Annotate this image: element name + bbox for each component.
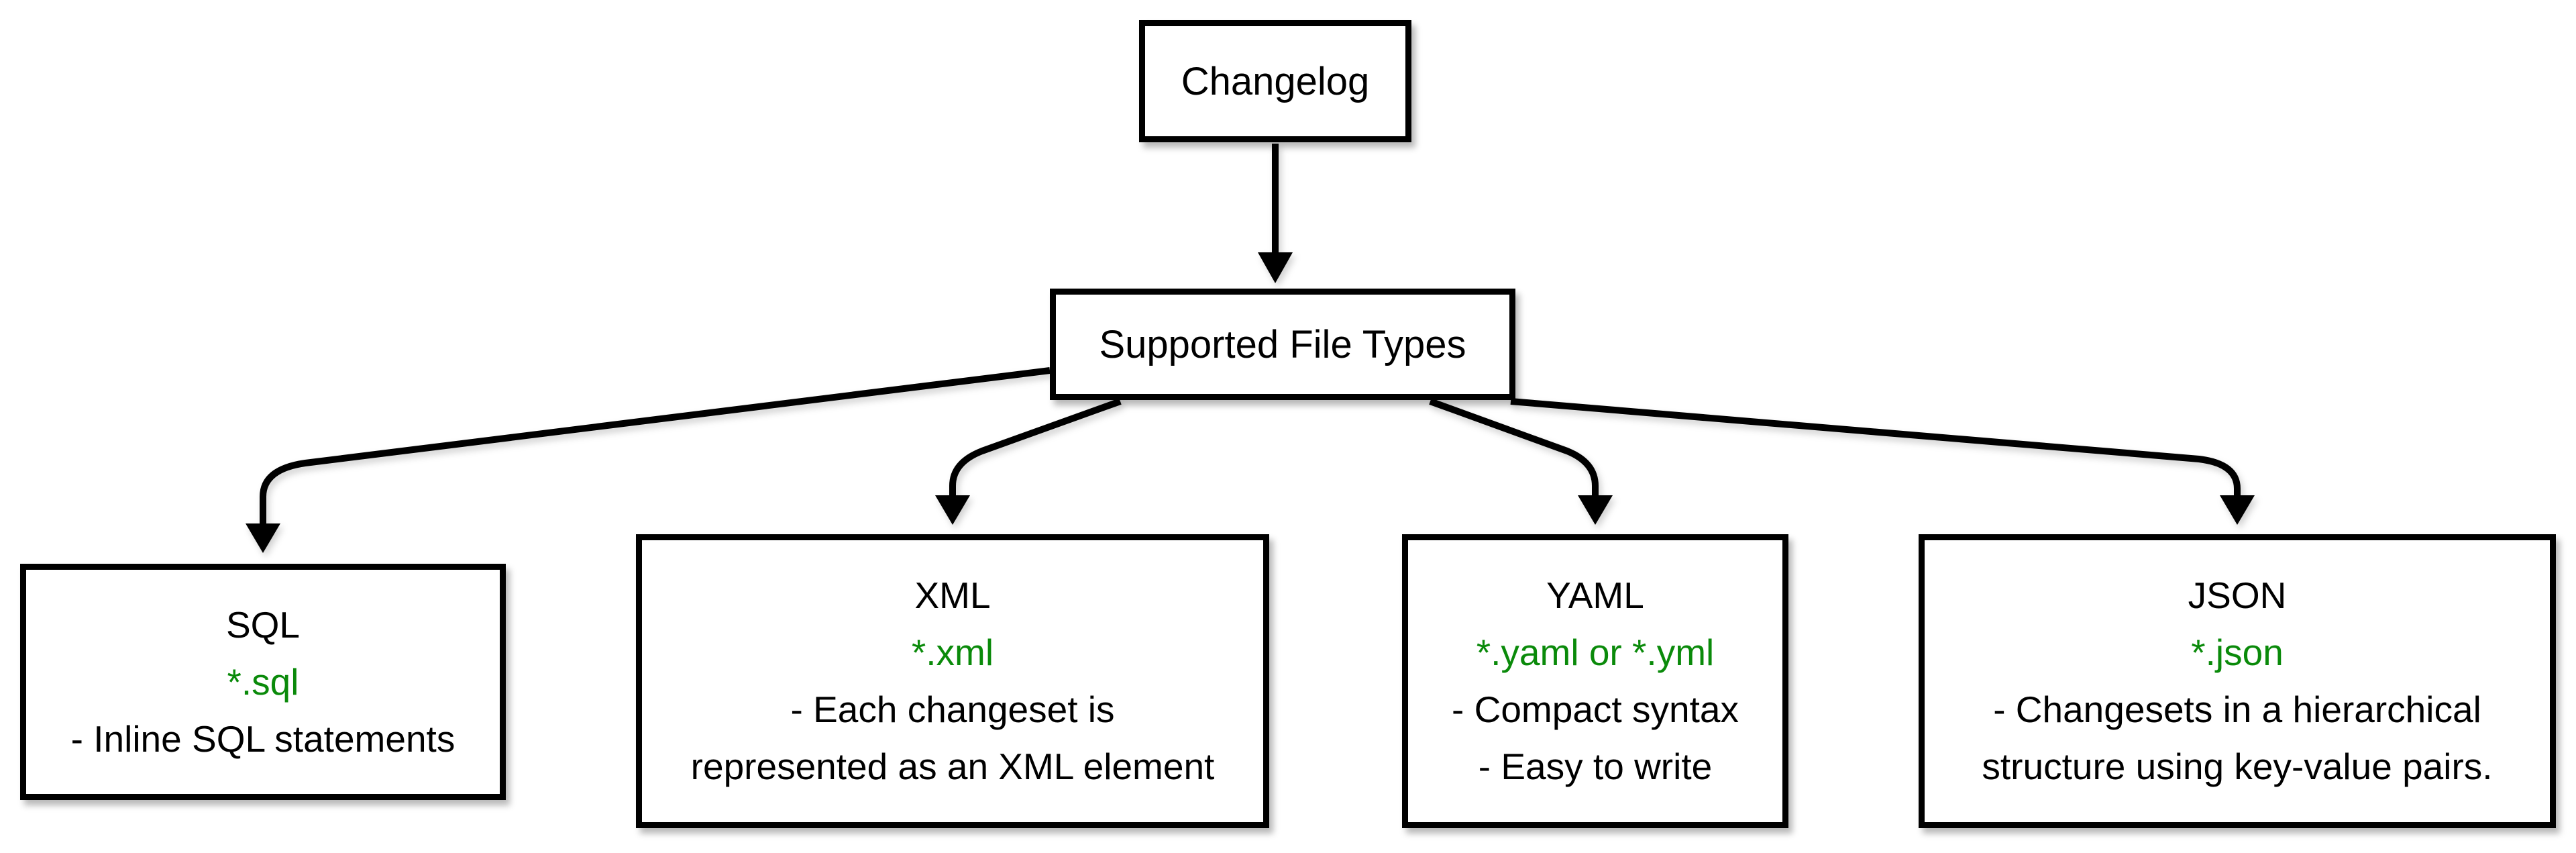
- node-description-line: represented as an XML element: [690, 746, 1215, 787]
- node-supported-file-types-label: Supported File Types: [1099, 322, 1466, 366]
- edge-supported-to-sql: [246, 367, 1051, 553]
- node-file-pattern: *.sql: [227, 660, 299, 703]
- node-description-line: - Inline SQL statements: [70, 717, 455, 760]
- node-sql: SQL *.sql - Inline SQL statements: [20, 564, 506, 800]
- node-title: JSON: [2188, 574, 2287, 616]
- node-supported-file-types: Supported File Types: [1050, 289, 1515, 400]
- node-title: XML: [914, 574, 991, 616]
- edge-supported-to-xml: [935, 398, 1122, 525]
- node-changelog: Changelog: [1139, 20, 1411, 142]
- node-description-line: structure using key-value pairs.: [1982, 746, 2493, 787]
- edge-line: [949, 398, 1122, 495]
- arrowhead-down-icon: [246, 523, 280, 553]
- node-json: JSON *.json - Changesets in a hierarchic…: [1919, 534, 2556, 828]
- node-file-pattern: *.json: [2191, 632, 2284, 673]
- node-file-pattern: *.yaml or *.yml: [1476, 632, 1715, 673]
- arrowhead-down-icon: [1258, 252, 1293, 283]
- arrowhead-down-icon: [1578, 495, 1613, 525]
- edge-supported-to-json: [1510, 398, 2255, 525]
- node-description-line: - Changesets in a hierarchical: [1993, 689, 2481, 730]
- node-xml: XML *.xml - Each changeset is represente…: [636, 534, 1269, 828]
- node-description-line: - Each changeset is: [790, 689, 1115, 730]
- arrowhead-down-icon: [935, 495, 970, 525]
- edge-line: [260, 367, 1051, 523]
- node-yaml: YAML *.yaml or *.yml - Compact syntax - …: [1402, 534, 1788, 828]
- node-description-line: - Compact syntax: [1452, 689, 1739, 730]
- edge-changelog-to-supported: [1258, 144, 1293, 283]
- arrowhead-down-icon: [2220, 495, 2255, 525]
- edge-line: [1429, 398, 1599, 495]
- node-title: SQL: [225, 603, 301, 646]
- node-file-pattern: *.xml: [911, 632, 994, 673]
- edge-line: [1510, 398, 2241, 495]
- node-changelog-label: Changelog: [1181, 59, 1370, 103]
- node-title: YAML: [1546, 574, 1644, 616]
- edge-supported-to-yaml: [1429, 398, 1613, 525]
- node-description-line: - Easy to write: [1478, 746, 1713, 787]
